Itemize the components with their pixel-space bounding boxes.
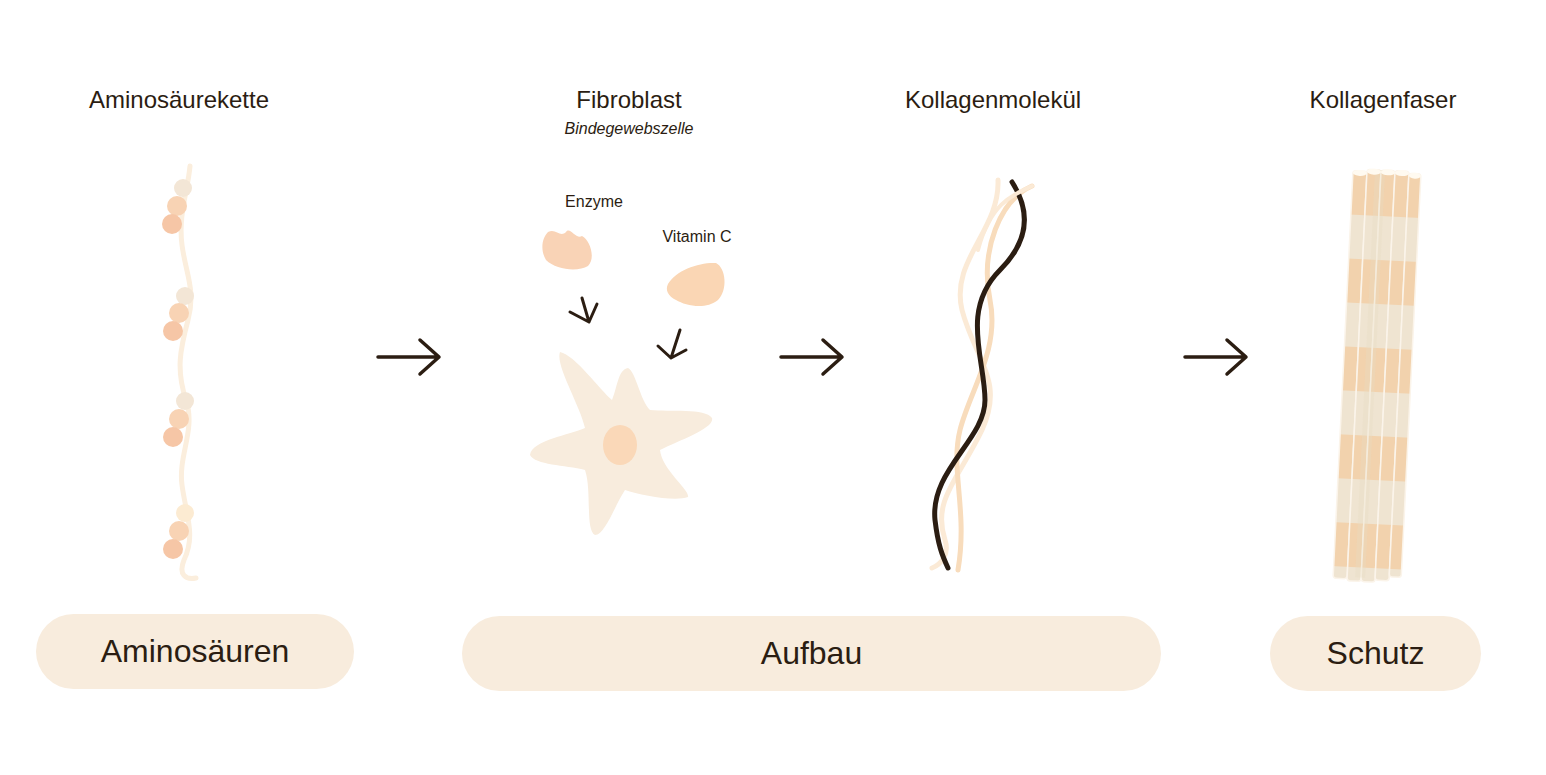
stage-title: Kollagenfaser — [1310, 86, 1457, 115]
stage-subtitle: Bindegewebszelle — [565, 119, 694, 138]
amino-chain — [162, 166, 196, 578]
stage-name: Schutz — [1327, 635, 1425, 672]
flow-arrow — [378, 340, 1246, 374]
collagen-triple-helix — [932, 180, 1032, 570]
stage-title: Kollagenmolekül — [905, 86, 1081, 115]
stage-name: Aufbau — [761, 635, 862, 672]
part-label: Vitamin C — [662, 227, 731, 246]
stage-title: Aminosäurekette — [89, 86, 269, 115]
collagen-fiber-bundle — [1333, 168, 1421, 584]
stage-band: Aufbau — [462, 616, 1161, 691]
stage-title: Fibroblast — [576, 86, 681, 115]
stage-name: Aminosäuren — [101, 633, 290, 670]
stage-band: Aminosäuren — [36, 614, 354, 689]
fibroblast-cell — [530, 230, 725, 535]
part-label: Enzyme — [565, 192, 623, 211]
stage-band: Schutz — [1270, 616, 1481, 691]
